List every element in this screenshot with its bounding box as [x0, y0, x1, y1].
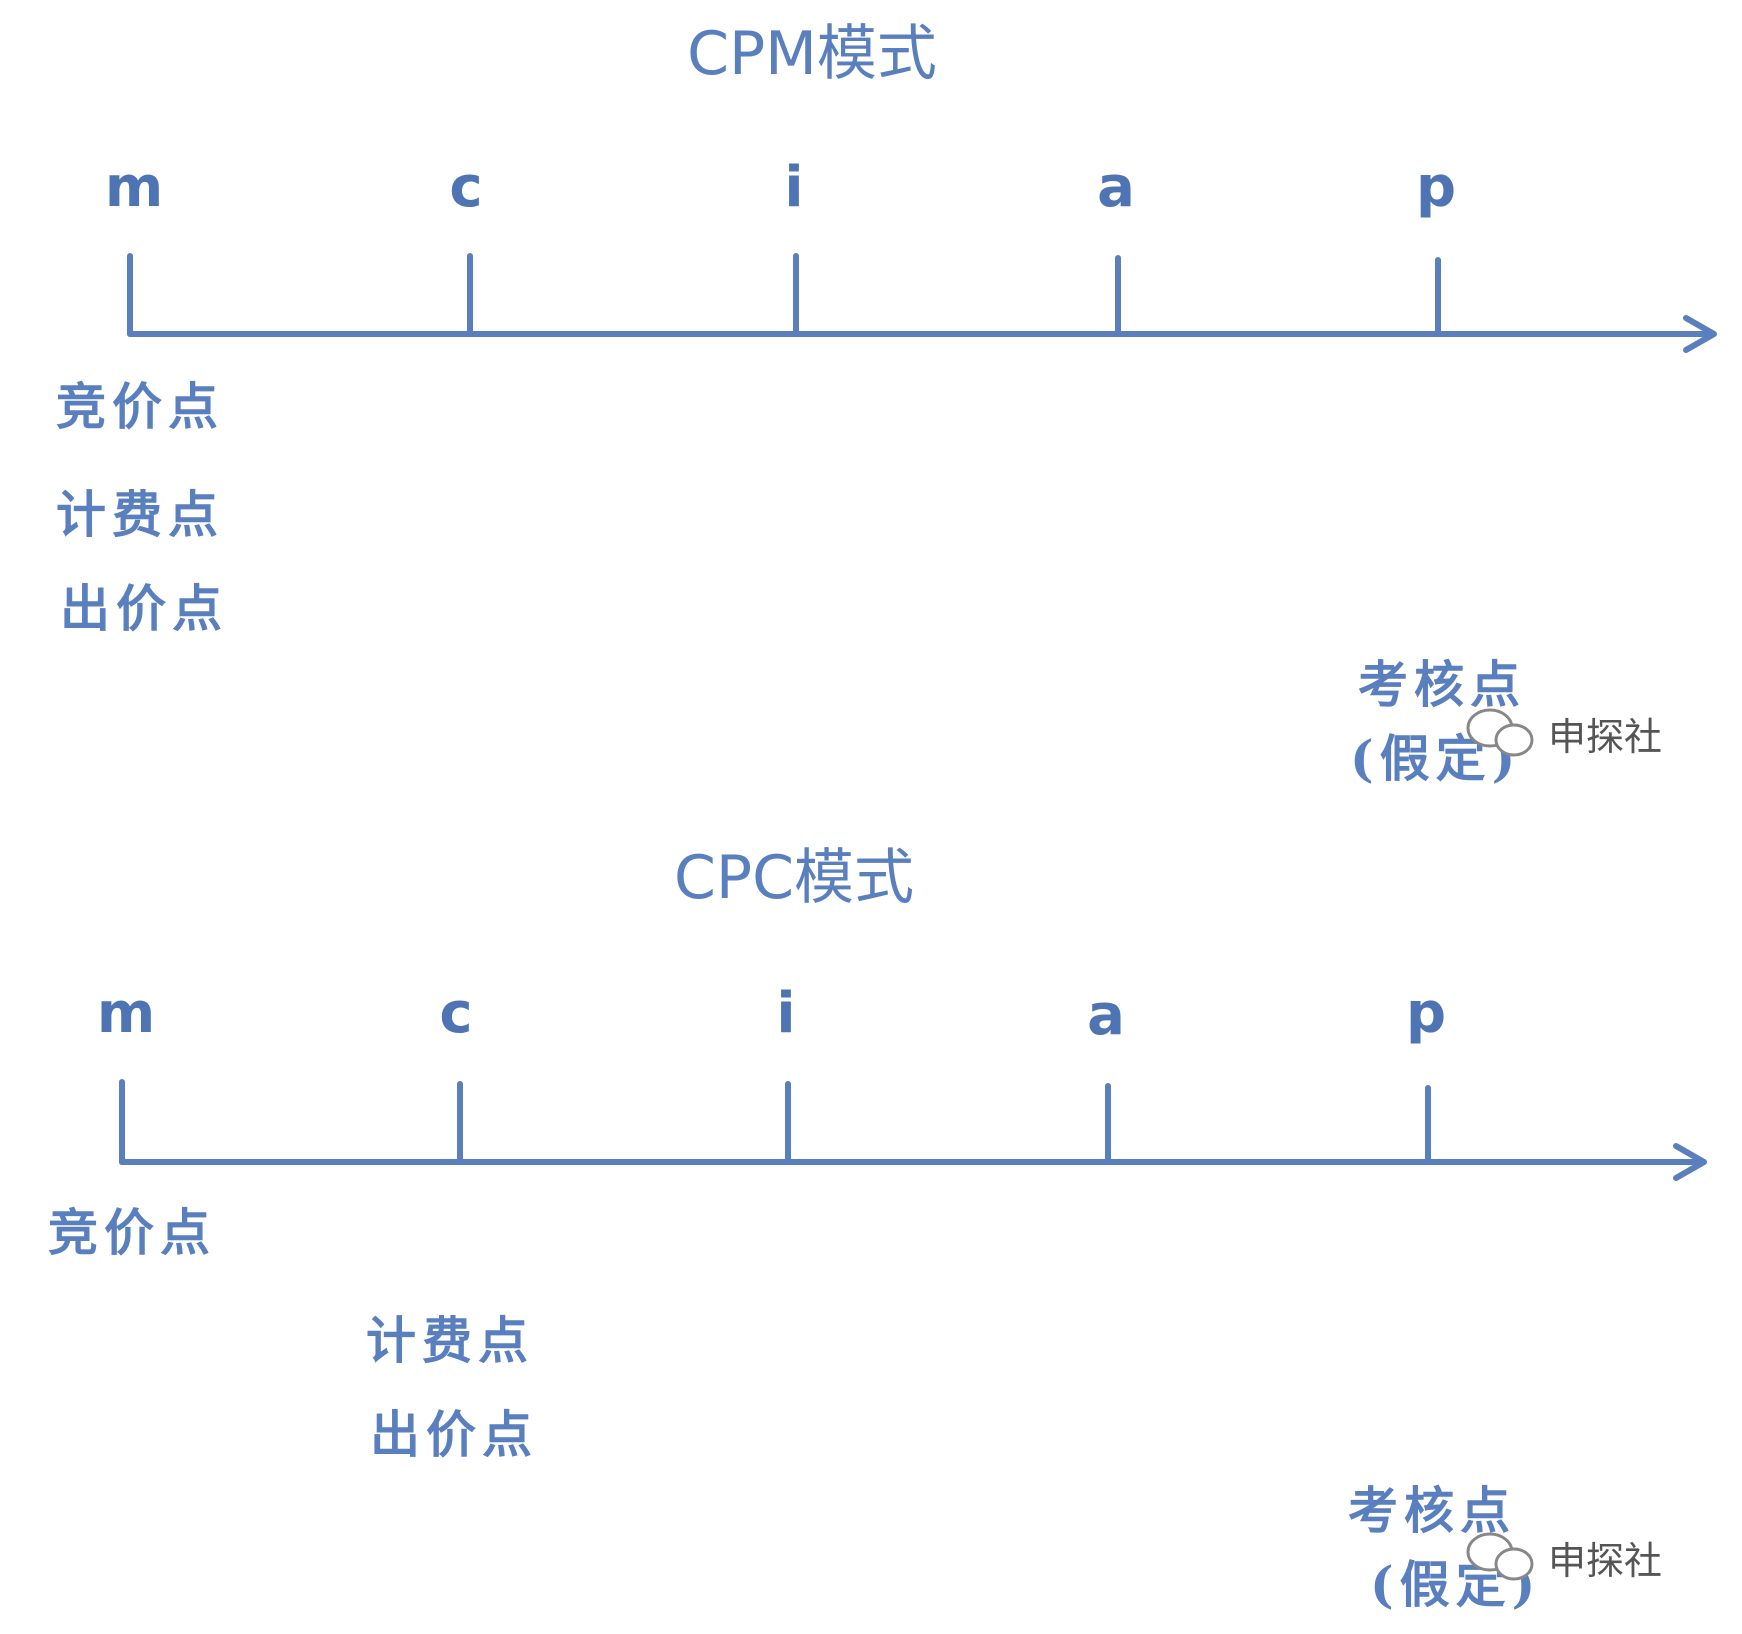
cpc-diagram: CPC模式 m c i a p 竞价点 计费点 出价点 考核点 (假定): [48, 843, 1707, 1614]
cpc-axis-arrow: [1673, 1143, 1707, 1181]
cpc-pricing-point-label: 出价点: [370, 1405, 538, 1464]
cpc-stage-p: p: [1406, 981, 1446, 1046]
cpm-evaluation-point-label: 考核点: [1358, 655, 1526, 714]
cpm-bid-point-label: 竞价点: [56, 377, 224, 436]
cpm-pricing-point-label: 出价点: [60, 579, 228, 638]
wechat-icon: [1466, 1532, 1534, 1581]
cpc-bid-point-label: 竞价点: [48, 1203, 216, 1262]
cpc-title: CPC模式: [674, 843, 914, 913]
watermark-text: 申探社: [1548, 715, 1662, 759]
watermark-1: 申探社: [1466, 708, 1662, 759]
cpc-stage-a: a: [1087, 983, 1125, 1048]
cpm-billing-point-label: 计费点: [56, 485, 224, 544]
cpc-evaluation-point-label: 考核点: [1348, 1481, 1516, 1540]
cpm-stage-c: c: [449, 155, 482, 220]
cpc-stage-m: m: [97, 981, 155, 1046]
cpm-title: CPM模式: [687, 19, 937, 89]
wechat-icon: [1466, 708, 1534, 757]
cpc-billing-point-label: 计费点: [366, 1311, 534, 1370]
watermark-text: 申探社: [1548, 1539, 1662, 1583]
cpm-axis-arrow: [1683, 315, 1717, 353]
cpm-stage-i: i: [784, 155, 803, 220]
cpm-diagram: CPM模式 m c i a p 竞价点 计费点 出价点 考核点 (假定): [56, 19, 1717, 788]
cpc-stage-c: c: [439, 981, 472, 1046]
cpm-stage-a: a: [1097, 155, 1135, 220]
watermark-2: 申探社: [1466, 1532, 1662, 1583]
cpm-stage-p: p: [1416, 155, 1456, 220]
cpm-stage-m: m: [105, 155, 163, 220]
cpc-stage-i: i: [776, 981, 795, 1046]
